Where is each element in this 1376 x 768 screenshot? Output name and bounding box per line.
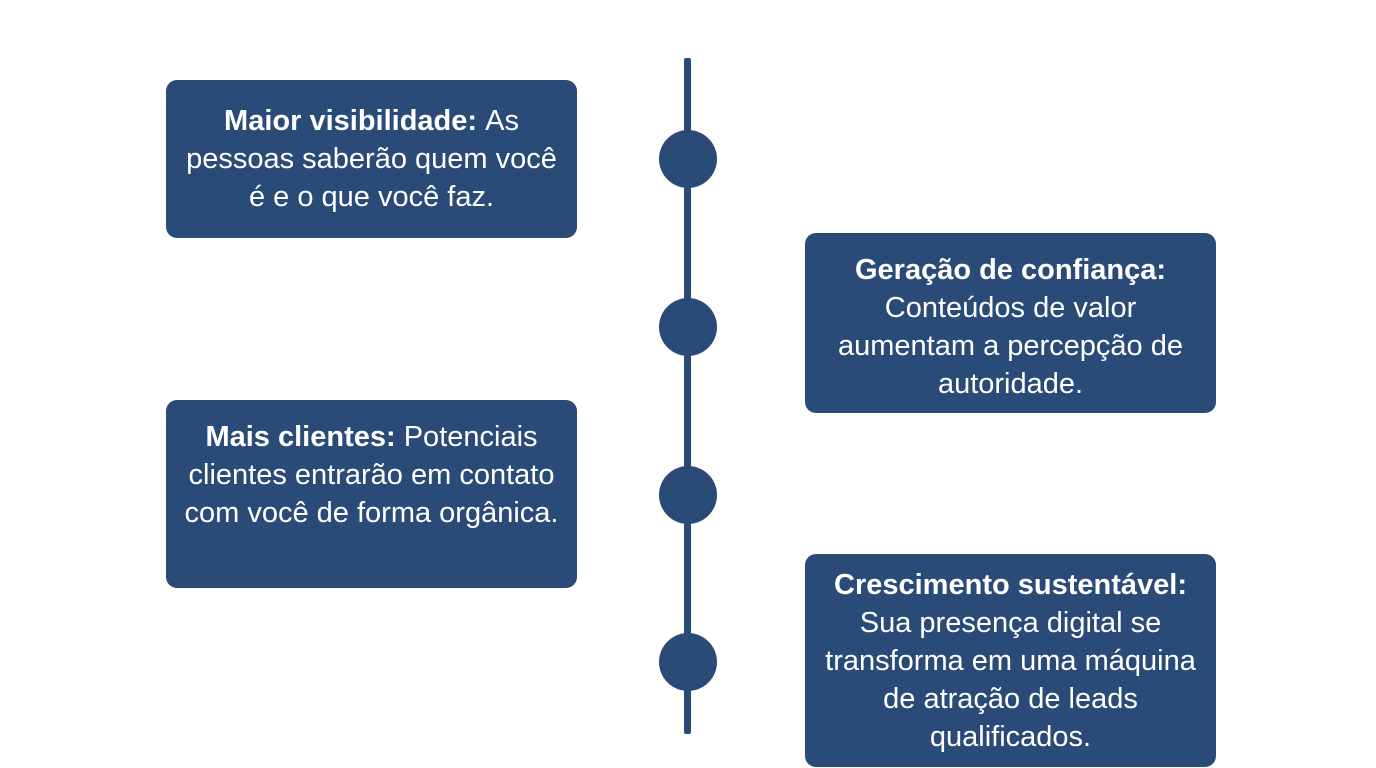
timeline-card-mais-clientes: Mais clientes: Potenciais clientes entra… — [166, 400, 577, 588]
timeline-card-title: Mais clientes: — [205, 421, 404, 453]
timeline-dot-4 — [659, 633, 717, 691]
timeline-card-title: Geração de confiança: — [854, 254, 1167, 286]
timeline-card-content: Crescimento sustentável: Sua presença di… — [809, 566, 1212, 756]
timeline-card-maior-visibilidade: Maior visibilidade: As pessoas saberão q… — [166, 80, 577, 238]
timeline-dot-1 — [659, 130, 717, 188]
timeline-dot-2 — [659, 298, 717, 356]
timeline-card-title: Maior visibilidade: — [224, 105, 486, 137]
timeline-card-geracao-de-confianca: Geração de confiança: Conteúdos de valor… — [805, 233, 1216, 413]
timeline-card-crescimento-sustentavel: Crescimento sustentável: Sua presença di… — [805, 554, 1216, 767]
timeline-card-content: Mais clientes: Potenciais clientes entra… — [174, 418, 569, 532]
timeline-card-content: Maior visibilidade: As pessoas saberão q… — [184, 102, 559, 216]
timeline-card-text: As pessoas saberão quem você é e o que v… — [186, 105, 557, 213]
timeline-card-content: Geração de confiança: Conteúdos de valor… — [817, 251, 1204, 403]
timeline-card-title: Crescimento sustentável: — [834, 569, 1187, 601]
timeline-line — [684, 58, 691, 734]
timeline-card-text: Potenciais clientes entrarão em contato … — [184, 421, 559, 529]
timeline-dot-3 — [659, 466, 717, 524]
timeline-card-text: Sua presença digital se transforma em um… — [825, 607, 1196, 753]
timeline-card-text: Conteúdos de valor aumentam a percepção … — [838, 292, 1183, 400]
